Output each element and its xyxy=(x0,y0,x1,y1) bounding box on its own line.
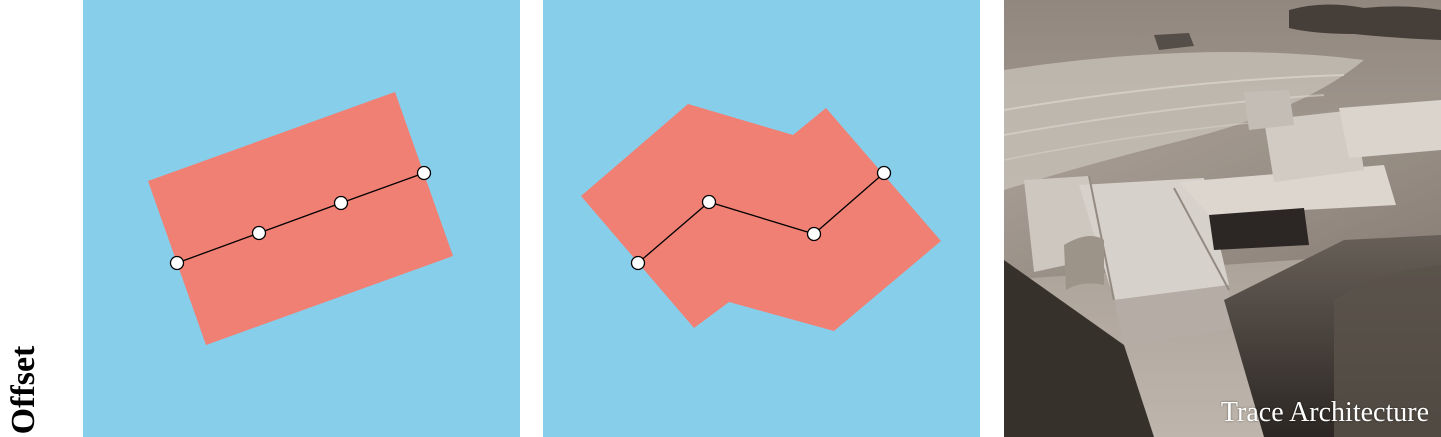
path-node[interactable] xyxy=(416,165,432,181)
path-node[interactable] xyxy=(630,255,646,271)
centerline-path xyxy=(176,172,425,264)
path-node[interactable] xyxy=(251,225,267,241)
panel-polyline-offset xyxy=(543,0,980,437)
path-node[interactable] xyxy=(806,226,822,242)
path-node[interactable] xyxy=(333,195,349,211)
straight-offset-diagram xyxy=(83,0,520,437)
panel-straight-offset xyxy=(83,0,520,437)
photo-caption: Trace Architecture xyxy=(1220,397,1429,428)
architecture-photo: Trace Architecture xyxy=(1004,0,1441,437)
path-node[interactable] xyxy=(876,165,892,181)
row-label-text: Offset xyxy=(5,345,42,435)
path-node[interactable] xyxy=(169,255,185,271)
path-node[interactable] xyxy=(701,194,717,210)
photo-illustration xyxy=(1004,0,1441,437)
polyline-offset-diagram xyxy=(543,0,980,437)
row-label: Offset xyxy=(4,0,44,437)
centerline-path xyxy=(637,172,885,264)
